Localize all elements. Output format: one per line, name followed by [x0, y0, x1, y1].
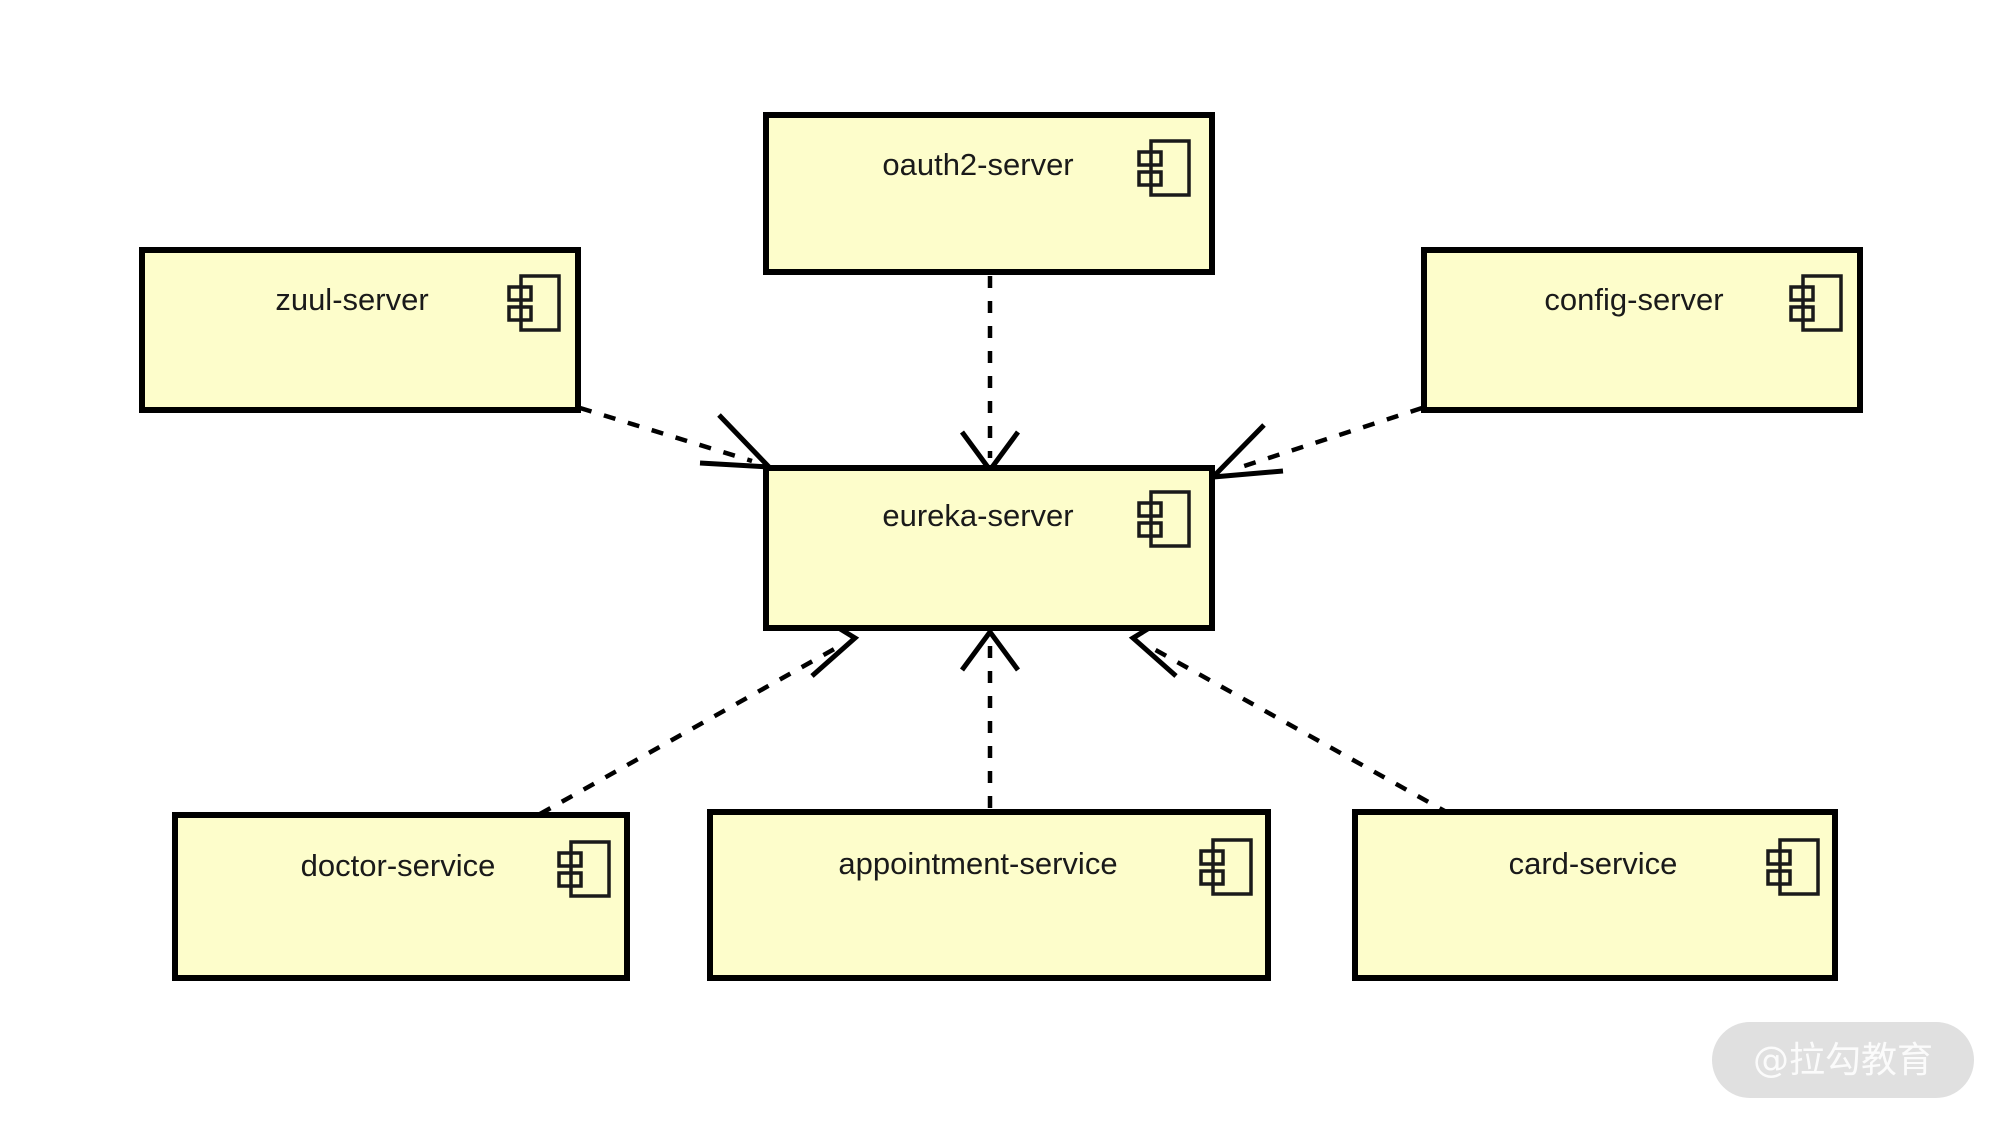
component-box[interactable]: [172, 812, 630, 981]
component-node-zuul-server[interactable]: zuul-server: [139, 247, 581, 413]
watermark: @拉勾教育: [1712, 1022, 1974, 1098]
component-label: doctor-service: [301, 848, 496, 883]
edge-line: [538, 646, 838, 816]
edge-arrowhead: [959, 627, 1021, 672]
uml-component-icon: [1137, 139, 1191, 197]
uml-component-icon: [1766, 838, 1820, 896]
component-label: appointment-service: [838, 846, 1117, 881]
edge-line: [1150, 646, 1452, 816]
uml-component-icon: [557, 840, 611, 898]
component-nodes: oauth2-server zuul-server config-server: [139, 112, 1863, 981]
edge-line: [1231, 405, 1423, 473]
uml-component-icon: [1199, 838, 1253, 896]
component-node-card-service[interactable]: card-service: [1352, 809, 1838, 981]
component-node-doctor-service[interactable]: doctor-service: [172, 812, 630, 981]
component-box[interactable]: [707, 809, 1271, 981]
uml-component-icon: [1137, 490, 1191, 548]
component-box[interactable]: [763, 465, 1215, 631]
component-label: oauth2-server: [882, 147, 1073, 182]
component-box[interactable]: [1421, 247, 1863, 413]
uml-component-icon: [507, 274, 561, 332]
component-node-eureka-server[interactable]: eureka-server: [763, 465, 1215, 631]
watermark-text: @拉勾教育: [1753, 1040, 1933, 1081]
edge-line: [579, 405, 753, 464]
component-label: config-server: [1544, 282, 1723, 317]
component-label: zuul-server: [275, 282, 428, 317]
component-box[interactable]: [139, 247, 581, 413]
watermark-pill: [1712, 1022, 1974, 1098]
component-label: card-service: [1509, 846, 1678, 881]
component-node-config-server[interactable]: config-server: [1421, 247, 1863, 413]
component-label: eureka-server: [882, 498, 1073, 533]
component-node-oauth2-server[interactable]: oauth2-server: [763, 112, 1215, 275]
uml-component-icon: [1789, 274, 1843, 332]
component-node-appointment-service[interactable]: appointment-service: [707, 809, 1271, 981]
component-box[interactable]: [763, 112, 1215, 275]
edge-appointment-to-eureka: [959, 627, 1021, 808]
component-box[interactable]: [1352, 809, 1838, 981]
